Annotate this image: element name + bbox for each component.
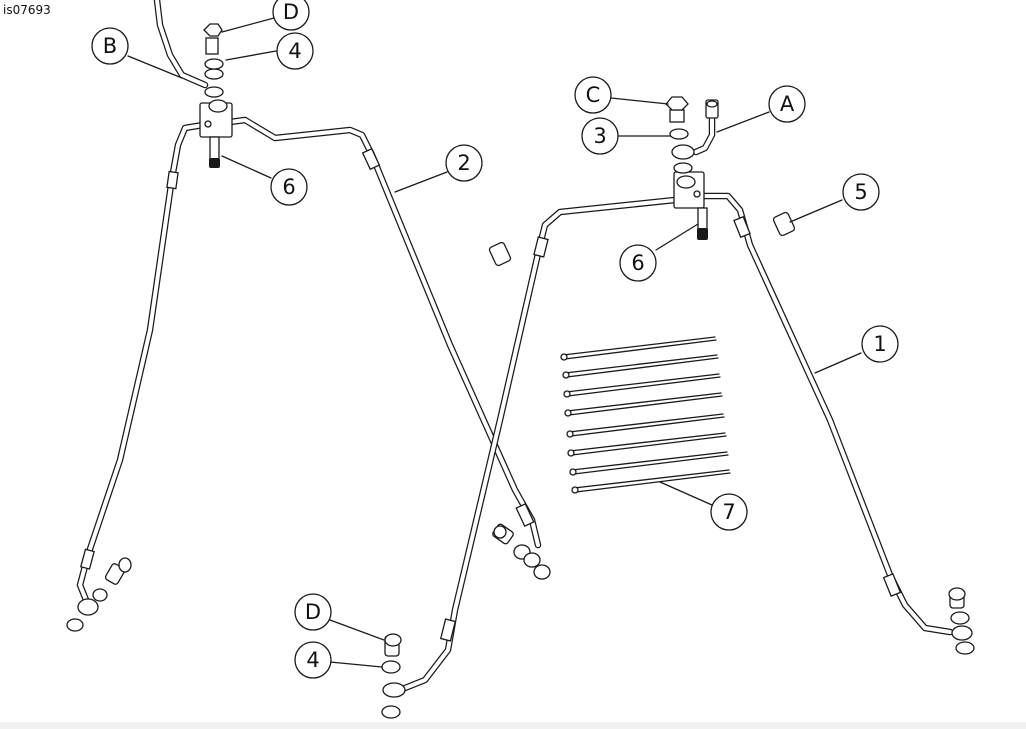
callout-3: 3 <box>581 117 619 155</box>
callout-label: D <box>305 600 321 624</box>
callout-label: 2 <box>457 151 470 175</box>
bottom-band <box>0 722 1026 729</box>
callout-5: 5 <box>842 173 880 211</box>
callout-label: 5 <box>854 180 867 204</box>
figure-id-label: is07693 <box>3 3 51 17</box>
callout-label: 4 <box>288 39 301 63</box>
callout-B: B <box>91 27 129 65</box>
callout-6-right: 6 <box>619 244 657 282</box>
leader-lines <box>127 17 862 668</box>
callout-D-top: D <box>272 0 310 31</box>
callout-label: 6 <box>631 251 644 275</box>
cable-ties-7 <box>560 336 731 494</box>
brake-line-1 <box>381 96 975 719</box>
callout-6-left: 6 <box>270 168 308 206</box>
callout-label: 7 <box>722 500 735 524</box>
callout-2: 2 <box>445 144 483 182</box>
callout-label: C <box>586 83 601 107</box>
fitting-5 <box>488 211 796 267</box>
callout-C: C <box>574 76 612 114</box>
callout-A: A <box>768 85 806 123</box>
callout-label: D <box>283 0 299 24</box>
callout-label: 4 <box>306 648 319 672</box>
callout-7: 7 <box>710 493 748 531</box>
callout-label: B <box>103 34 117 58</box>
callout-1: 1 <box>861 325 899 363</box>
callout-4-bottom: 4 <box>294 641 332 679</box>
callout-4-top: 4 <box>276 32 314 70</box>
callout-label: 6 <box>282 175 295 199</box>
brake-line-2 <box>66 0 551 632</box>
callout-D-bottom: D <box>294 593 332 631</box>
callout-label: A <box>780 92 795 116</box>
callout-label: 3 <box>593 124 606 148</box>
callout-label: 1 <box>873 332 886 356</box>
